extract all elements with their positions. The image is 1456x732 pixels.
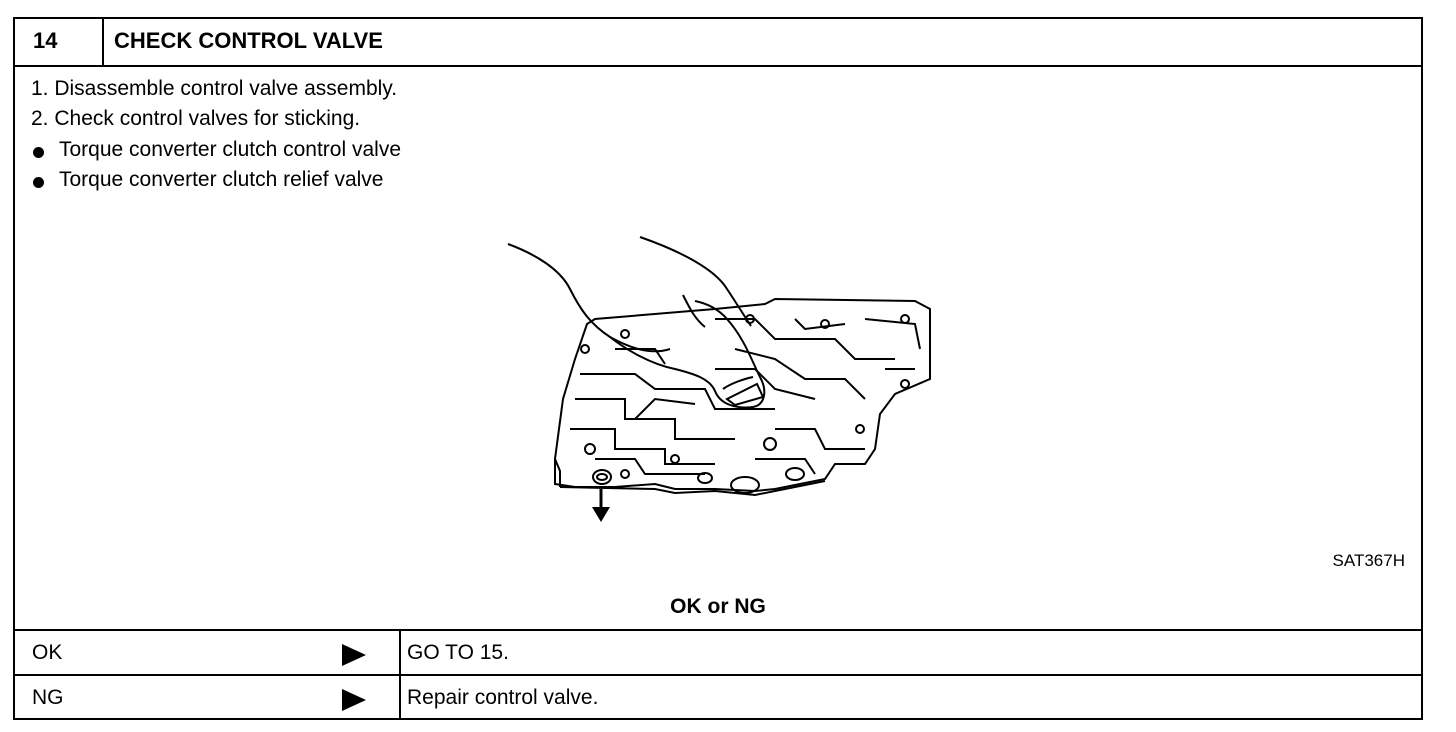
row-divider bbox=[15, 674, 1421, 676]
control-valve-illustration bbox=[507, 236, 931, 522]
bullet-icon bbox=[33, 177, 44, 188]
instruction-step-2: 2. Check control valves for sticking. bbox=[31, 107, 361, 130]
arrow-right-icon bbox=[342, 644, 366, 666]
header-rule bbox=[15, 65, 1421, 67]
step-number: 14 bbox=[33, 28, 58, 53]
instruction-bullet-1: Torque converter clutch control valve bbox=[59, 138, 401, 161]
results-column-divider bbox=[399, 629, 401, 720]
result-ok-action: GO TO 15. bbox=[407, 641, 509, 664]
step-title: CHECK CONTROL VALVE bbox=[114, 28, 383, 53]
bullet-icon bbox=[33, 147, 44, 158]
arrow-right-icon bbox=[342, 689, 366, 711]
result-ok-label: OK bbox=[32, 641, 63, 664]
header-divider bbox=[102, 19, 104, 65]
results-rule bbox=[15, 629, 1421, 631]
result-ng-label: NG bbox=[32, 686, 64, 709]
figure-code: SAT367H bbox=[1332, 551, 1405, 570]
procedure-table: 14 CHECK CONTROL VALVE 1. Disassemble co… bbox=[13, 17, 1423, 720]
result-ng-action: Repair control valve. bbox=[407, 686, 599, 709]
instruction-step-1: 1. Disassemble control valve assembly. bbox=[31, 77, 398, 100]
result-prompt: OK or NG bbox=[670, 595, 766, 618]
instruction-bullet-2: Torque converter clutch relief valve bbox=[59, 168, 384, 191]
